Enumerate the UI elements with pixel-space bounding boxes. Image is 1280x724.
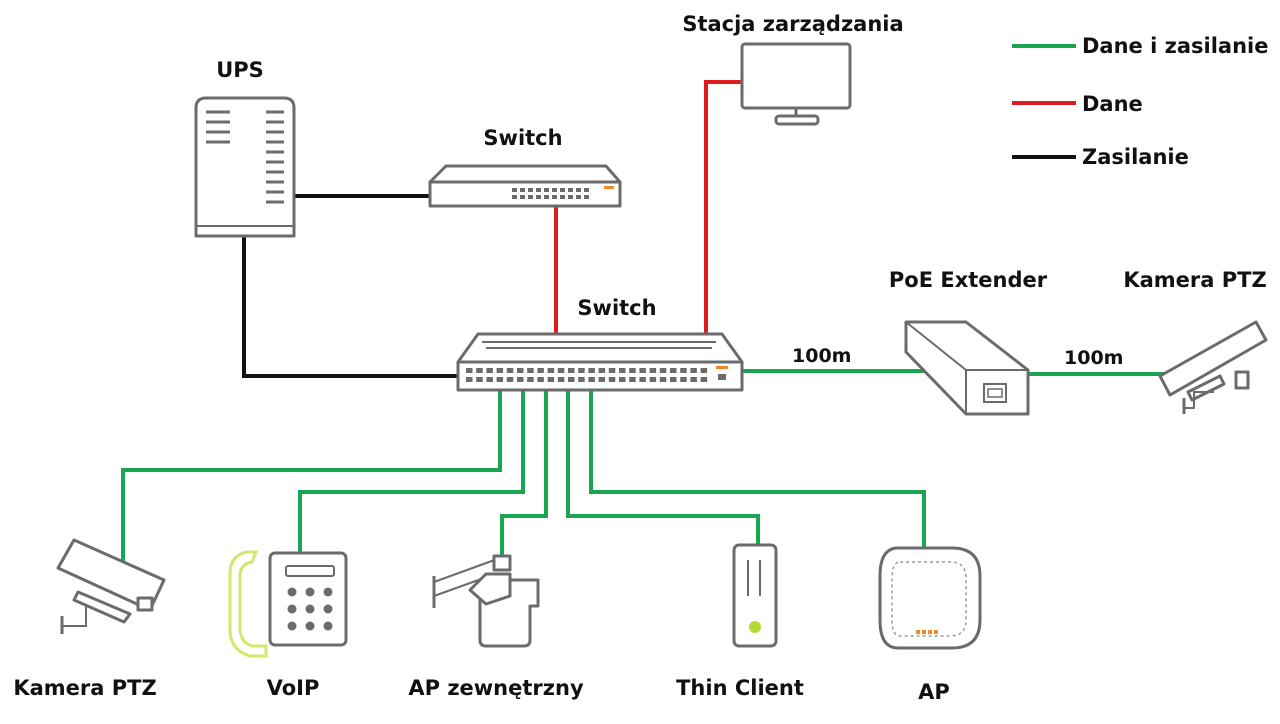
switch-port-icon <box>517 368 524 373</box>
switch-port-icon <box>496 377 504 382</box>
switch-port-icon <box>588 368 595 373</box>
switch-port-icon <box>670 368 677 373</box>
switch-port-icon <box>547 377 555 382</box>
switch-port-icon <box>700 377 708 382</box>
poe-extender-device <box>904 320 1030 416</box>
switch-port-icon <box>680 368 687 373</box>
switch-port-icon <box>568 377 575 382</box>
voip-phone-device <box>228 550 348 658</box>
switch-port-icon <box>700 368 708 373</box>
label-ap: AP <box>918 680 950 704</box>
switch-port-icon <box>496 368 504 373</box>
label-thin-client: Thin Client <box>676 676 804 700</box>
label-distance-1: 100m <box>792 345 852 367</box>
label-ap-outdoor: AP zewnętrzny <box>408 676 584 700</box>
switch-port-icon <box>476 377 483 382</box>
poe-line-ap <box>589 390 926 548</box>
legend-label-data: Dane <box>1082 92 1143 116</box>
poe-line-camera-left <box>121 390 502 562</box>
handset-icon <box>228 550 268 658</box>
switch-port-icon <box>537 377 544 382</box>
switch-port-icon <box>568 368 575 373</box>
switch-port-icon <box>537 368 544 373</box>
switch-port-icon <box>588 377 595 382</box>
switch-port-icon <box>486 368 493 373</box>
switch-port-icon <box>680 377 687 382</box>
legend <box>1012 44 1076 159</box>
management-station-device <box>740 42 852 126</box>
switch-port-icon <box>598 377 606 382</box>
label-camera-right: Kamera PTZ <box>1123 268 1267 292</box>
label-switch-top: Switch <box>483 126 563 150</box>
switch-port-icon <box>557 377 565 382</box>
label-poe-extender: PoE Extender <box>888 268 1048 292</box>
switch-main-device <box>456 332 744 392</box>
switch-port-icon <box>598 368 606 373</box>
switch-port-icon <box>476 368 483 373</box>
label-camera-left: Kamera PTZ <box>13 676 157 700</box>
switch-port-icon <box>486 377 493 382</box>
poe-line-voip <box>298 390 525 553</box>
switch-port-icon <box>639 368 646 373</box>
switch-port-icon <box>659 377 667 382</box>
switch-port-icon <box>690 368 697 373</box>
switch-port-icon <box>690 377 697 382</box>
switch-port-icon <box>557 368 565 373</box>
switch-port-icon <box>629 377 636 382</box>
thin-client-device <box>732 543 778 648</box>
switch-port-icon <box>619 368 626 373</box>
switch-port-icon <box>608 377 616 382</box>
camera-ptz-left-device <box>56 538 166 634</box>
switch-port-icon <box>506 368 514 373</box>
label-ups: UPS <box>216 58 264 82</box>
status-led-icon <box>749 621 761 633</box>
camera-ptz-right-device <box>1158 320 1268 414</box>
switch-port-icon <box>608 368 616 373</box>
poe-line-ap-outdoor <box>500 390 548 568</box>
switch-port-icon <box>639 377 646 382</box>
switch-port-icon <box>619 377 626 382</box>
connections <box>121 80 1186 568</box>
switch-port-icon <box>466 368 473 373</box>
switch-port-icon <box>578 368 585 373</box>
switch-port-icon <box>670 377 677 382</box>
switch-port-icon <box>506 377 514 382</box>
switch-top-device <box>428 164 622 208</box>
ap-outdoor-device <box>432 554 540 648</box>
switch-port-icon <box>547 368 555 373</box>
label-voip: VoIP <box>266 676 320 700</box>
ups-device <box>194 96 296 238</box>
switch-port-icon <box>527 377 534 382</box>
label-management-station: Stacja zarządzania <box>682 12 904 36</box>
switch-port-icon <box>649 377 657 382</box>
legend-label-data-power: Dane i zasilanie <box>1082 34 1269 58</box>
switch-port-icon <box>659 368 667 373</box>
poe-line-thin-client <box>566 390 760 546</box>
data-line-management-main-switch <box>704 80 742 340</box>
label-switch-main: Switch <box>577 296 657 320</box>
switch-port-icon <box>649 368 657 373</box>
switch-port-icon <box>466 377 473 382</box>
legend-label-power: Zasilanie <box>1082 145 1189 169</box>
label-distance-2: 100m <box>1064 347 1124 369</box>
switch-port-icon <box>517 377 524 382</box>
switch-port-icon <box>527 368 534 373</box>
switch-port-icon <box>578 377 585 382</box>
switch-port-icon <box>629 368 636 373</box>
power-line-ups-main-switch <box>242 236 458 378</box>
ap-device <box>878 546 982 650</box>
